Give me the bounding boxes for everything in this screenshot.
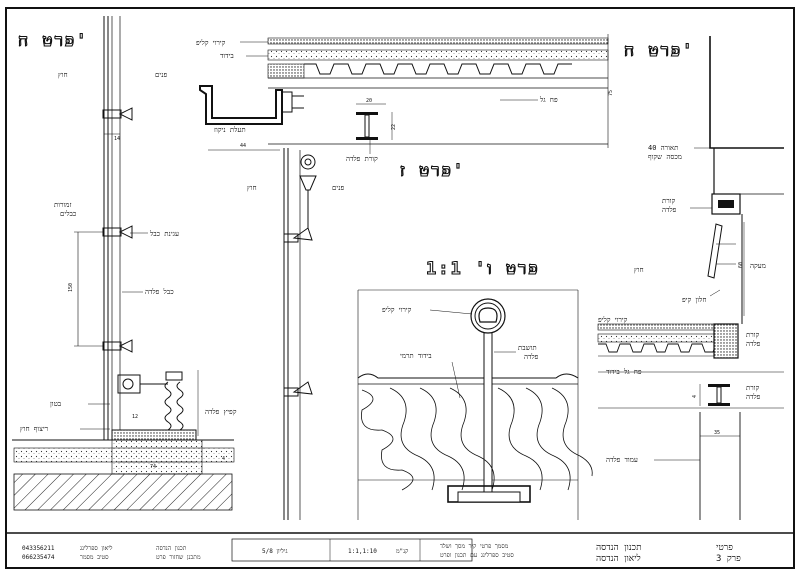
label-rail-cap: קורת פלדה	[346, 155, 378, 163]
label-out-r: חוץ	[634, 266, 644, 274]
tb-col2-bot: מתכנן שחזור פרט	[156, 554, 201, 561]
label-window: חלון קיפ	[682, 296, 706, 304]
dim-d2: 150	[68, 283, 74, 292]
tb-sheet-label: 5/8 גיליון	[262, 548, 287, 555]
label-outside: חוץ	[58, 71, 68, 79]
tb-notes-top: מסמך פרטי קיר מסך ושלד	[440, 543, 509, 550]
tb-phone-2: 066235474	[22, 554, 55, 561]
detail-v: פרט ו' 1:1 קירוי קליפ תושבת	[357, 258, 593, 520]
tb-phone-1: 043356211	[22, 545, 55, 552]
dim-d14: 14	[114, 136, 120, 142]
label-seam: קירוי קליפ	[382, 306, 412, 314]
dim-d4: 4	[692, 395, 698, 398]
label-clad-r: קירוי קליפ	[598, 316, 628, 324]
tb-col1-top: ליאון ספרלינג	[80, 545, 113, 552]
label-column: עמוד פלדה	[606, 456, 638, 464]
label-inside2: פנים	[332, 184, 344, 192]
label-plate-r: פח גל בידוד	[606, 368, 642, 376]
label-inside: פנים	[155, 71, 167, 79]
label-tension: עגינת כבל	[149, 230, 179, 238]
sheet-border	[5, 7, 795, 569]
dim-d20: 20	[366, 98, 372, 104]
label-floor-out: ריצוף חוץ	[20, 425, 48, 433]
dim-d75: 75	[608, 90, 614, 96]
tb-proj-bot: ליאון הנדסה	[596, 553, 641, 564]
detail-z: 75 קירוי קליפ בידוד תעלת ניקוז 44 20 22 …	[196, 34, 614, 520]
dim-d1: 60	[738, 262, 744, 268]
tb-proj-top: תכנון הנדסה	[596, 543, 642, 553]
label-spring: קפיץ פלדה	[205, 408, 237, 416]
titleblock: 043356211 066235474 ליאון ספרלינג סטיב מ…	[22, 538, 741, 564]
label-cladding-top: קירוי קליפ	[196, 39, 226, 47]
tb-scale-word: קנ"מ	[396, 548, 408, 555]
label-thermal: בידוד תרמי	[400, 352, 432, 360]
detail-h-right-title: פרט ח'	[624, 41, 694, 61]
dim-d12: 12	[132, 414, 138, 420]
tb-col1-bot: סטיב מסמר	[80, 554, 109, 561]
tb-sheet-bot: פרק 3	[716, 554, 741, 564]
dim-d35: 35	[714, 430, 720, 436]
label-concrete: בטון	[50, 400, 62, 408]
label-gutter: תעלת ניקוז	[214, 126, 246, 134]
label-plate: פח גל	[539, 96, 558, 104]
dim-d22: 22	[391, 124, 397, 130]
tb-sheet-top: פרטי	[716, 543, 733, 553]
label-canopy: מעקה	[750, 262, 766, 270]
detail-h-left-title: פרט ח'	[18, 31, 88, 51]
dim-d44: 44	[240, 143, 246, 149]
dim-d3: 4	[222, 456, 225, 462]
tb-scale: 1:1,1:10	[348, 548, 377, 555]
label-outside2: חוץ	[247, 184, 257, 192]
label-insulation: בידוד	[220, 52, 234, 60]
tb-col2-top: תכנון הנדסה	[156, 545, 187, 552]
dim-d74: 74	[150, 464, 156, 470]
detail-v-title: פרט ו' 1:1	[426, 259, 540, 279]
label-steel-cable: כבל פלדה	[145, 288, 174, 296]
detail-z-title: פרט ז'	[400, 161, 465, 181]
tb-notes-bot: סטיב ספרלינג עם תכנון ופרט	[440, 552, 514, 559]
